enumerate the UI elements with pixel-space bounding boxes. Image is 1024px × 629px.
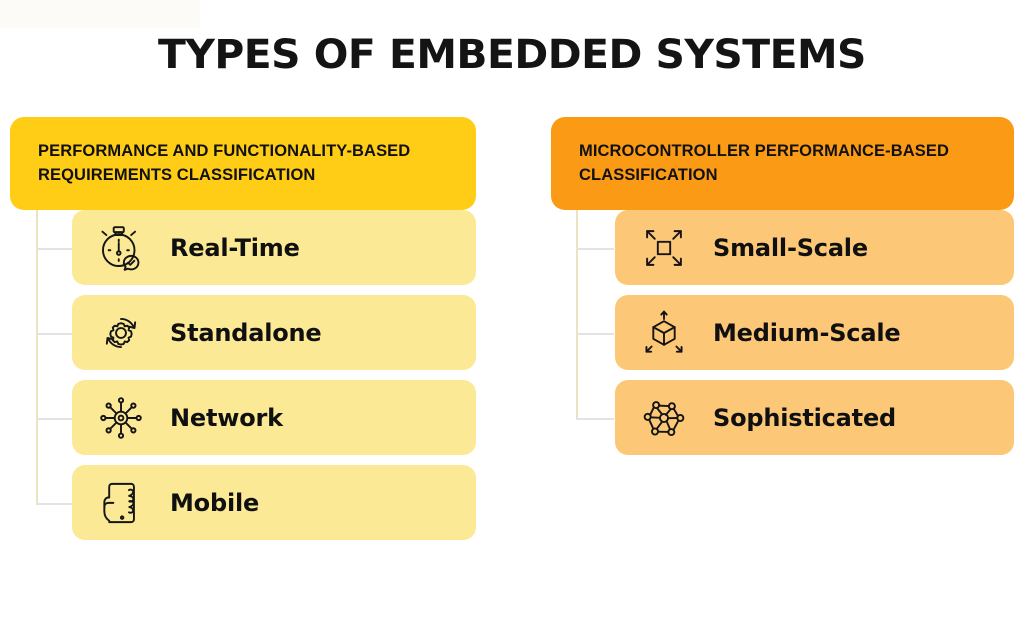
page-title: TYPES OF EMBEDDED SYSTEMS (158, 32, 866, 78)
hand-phone-icon (94, 476, 148, 530)
item-label: Real-Time (170, 233, 300, 262)
item-card[interactable]: Mobile (72, 465, 476, 540)
corner-wash (0, 0, 200, 28)
item-label: Network (170, 403, 283, 432)
node-graph-icon (637, 391, 691, 445)
category-header-left-label: PERFORMANCE AND FUNCTIONALITY-BASED REQU… (38, 141, 411, 184)
category-header-right-label: MICROCONTROLLER PERFORMANCE-BASED CLASSI… (579, 141, 949, 184)
connector-stem (576, 210, 578, 419)
gear-refresh-icon (94, 306, 148, 360)
connector-branch (36, 247, 72, 250)
connector-branch (576, 247, 614, 250)
connector-branch (36, 417, 72, 420)
item-card[interactable]: Real-Time (72, 210, 476, 285)
item-card[interactable]: Standalone (72, 295, 476, 370)
item-card[interactable]: Sophisticated (615, 380, 1014, 455)
item-label: Medium-Scale (713, 318, 901, 347)
item-label: Standalone (170, 318, 322, 347)
item-card[interactable]: Medium-Scale (615, 295, 1014, 370)
cube-outward-arrows-icon (637, 306, 691, 360)
item-label: Mobile (170, 488, 260, 517)
connector-stem (36, 210, 38, 504)
item-label: Sophisticated (713, 403, 897, 432)
item-card[interactable]: Network (72, 380, 476, 455)
square-inward-arrows-icon (637, 221, 691, 275)
item-card[interactable]: Small-Scale (615, 210, 1014, 285)
connector-branch (36, 332, 72, 335)
category-header-left[interactable]: PERFORMANCE AND FUNCTIONALITY-BASED REQU… (10, 117, 476, 210)
item-label: Small-Scale (713, 233, 868, 262)
connector-branch (576, 417, 614, 420)
category-column-left: PERFORMANCE AND FUNCTIONALITY-BASED REQU… (10, 117, 476, 550)
stopwatch-check-icon (94, 221, 148, 275)
category-header-right[interactable]: MICROCONTROLLER PERFORMANCE-BASED CLASSI… (551, 117, 1014, 210)
connector-branch (576, 332, 614, 335)
category-column-right: MICROCONTROLLER PERFORMANCE-BASED CLASSI… (551, 117, 1014, 465)
connector-branch (36, 502, 72, 505)
network-hub-icon (94, 391, 148, 445)
